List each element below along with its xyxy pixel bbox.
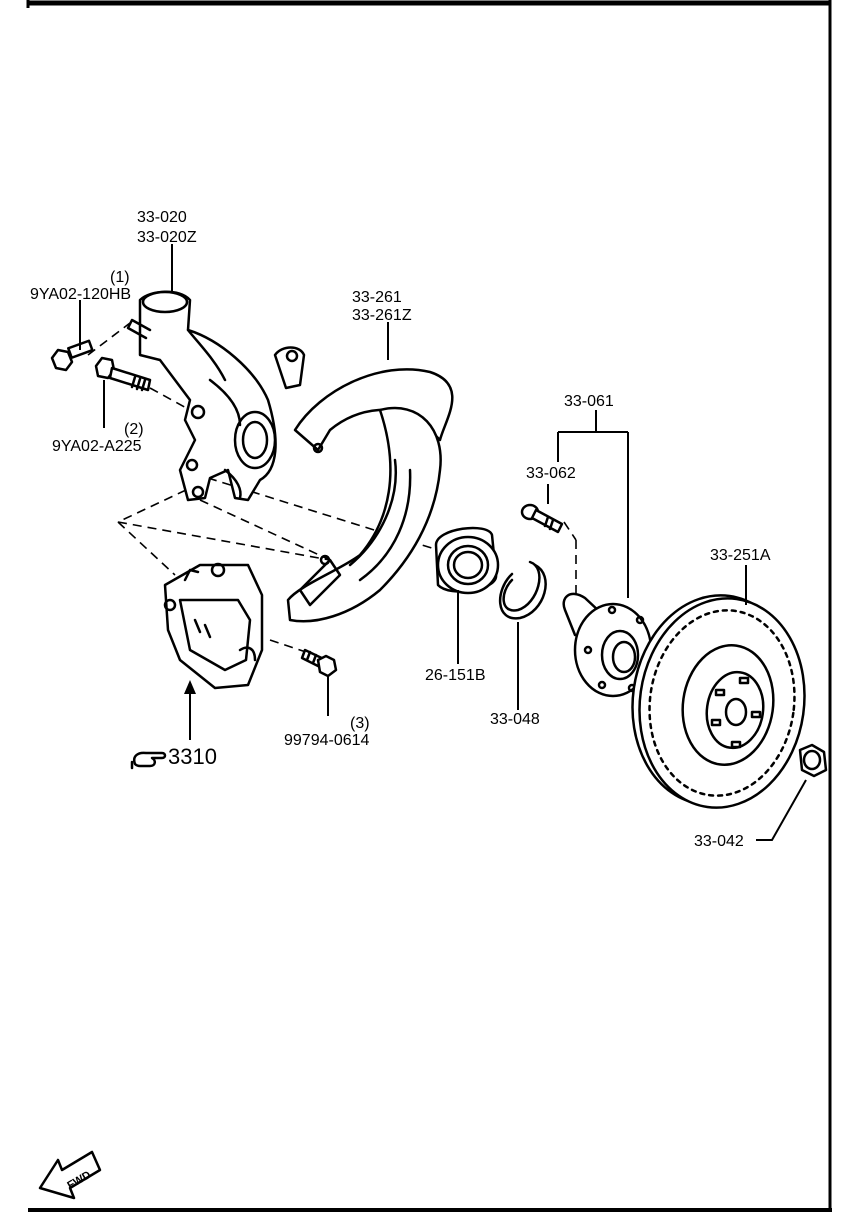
steering-knuckle [126,290,306,502]
label-hub-bolt: 33-062 [526,465,576,482]
label-snap-ring: 33-048 [490,711,540,728]
snap-ring [498,560,547,620]
shield-bolt [300,648,338,678]
label-knuckle-2: 33-020Z [137,229,197,246]
label-bearing: 26-151B [425,667,486,684]
label-disc: 33-251A [710,547,771,564]
brake-disc [631,594,806,809]
bolt-2 [94,356,152,392]
wheel-bearing [434,526,500,595]
wheel-hub [562,592,653,698]
hub-nut [798,743,828,778]
label-caliper-ref[interactable]: 3310 [168,744,217,769]
leader-lines [79,244,807,841]
bolt-1 [50,339,94,372]
label-shield-bolt-part: 99794-0614 [284,732,370,749]
label-knuckle-1: 33-020 [137,209,187,226]
label-hub-assembly: 33-061 [564,393,614,410]
label-shield-bolt-index: (3) [350,715,370,732]
brake-caliper [163,562,264,690]
fwd-arrow-icon [38,1150,102,1200]
label-nut: 33-042 [694,833,744,850]
dust-shield [286,368,454,623]
label-dust-shield-2: 33-261Z [352,307,412,324]
label-bolt1-index: (1) [110,269,130,286]
label-bolt2-part: 9YA02-A225 [52,438,142,455]
pointing-hand-icon [130,751,167,770]
label-dust-shield-1: 33-261 [352,289,402,306]
label-bolt2-index: (2) [124,421,144,438]
label-bolt1-part: 9YA02-120HB [30,286,131,303]
hub-bolt [520,503,564,534]
